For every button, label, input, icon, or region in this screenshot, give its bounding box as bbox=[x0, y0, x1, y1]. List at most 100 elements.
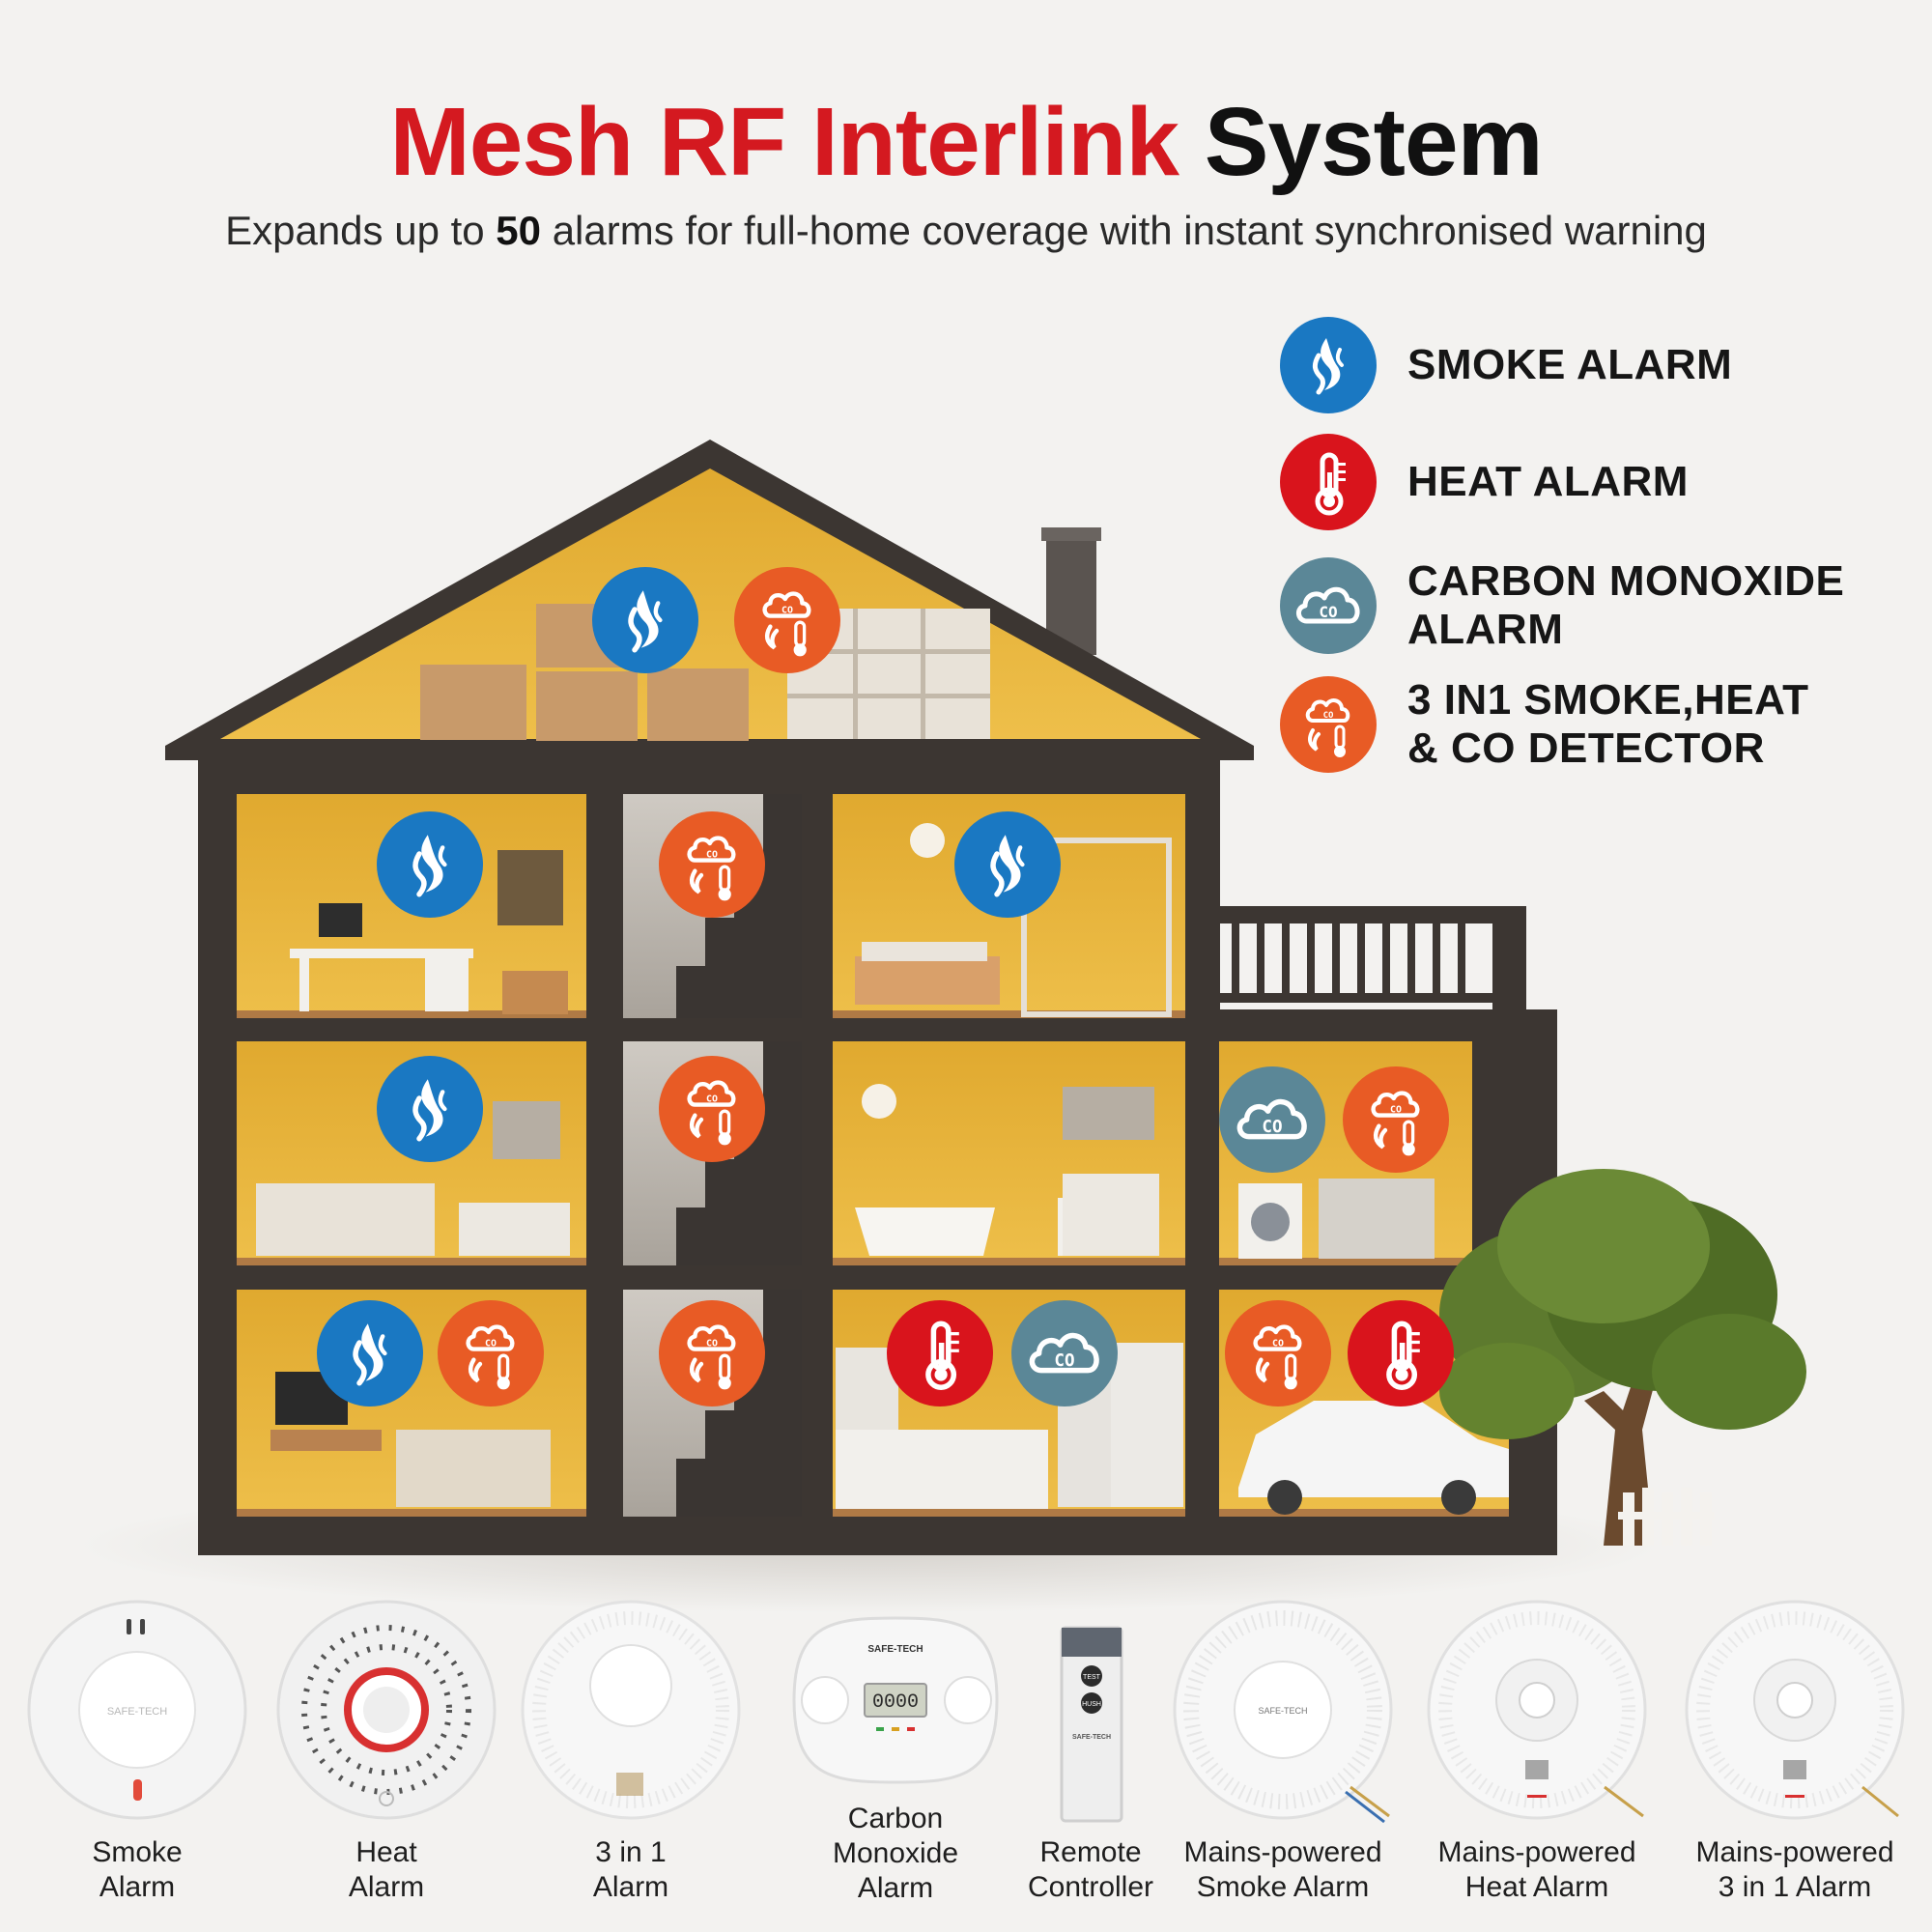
heat-alarm-device-image bbox=[276, 1600, 497, 1820]
remote-test-label: TEST bbox=[1083, 1674, 1101, 1681]
product-label-line1: Mains-powered bbox=[1437, 1836, 1636, 1868]
badge-stairs-low-combo: CO bbox=[659, 1300, 765, 1406]
remote-brand: SAFE-TECH bbox=[1072, 1734, 1111, 1741]
product-label-line2: Alarm bbox=[99, 1871, 176, 1903]
subtitle-post: alarms for full-home coverage with insta… bbox=[552, 208, 1707, 253]
product-label: 3 in 1 Alarm bbox=[491, 1835, 771, 1905]
legend-label-combo-line2: & CO DETECTOR bbox=[1407, 724, 1765, 772]
product-label: Mains-powered Heat Alarm bbox=[1397, 1835, 1677, 1905]
legend-label-combo-line1: 3 IN1 SMOKE,HEAT bbox=[1407, 676, 1809, 724]
smoke-alarm-device-image: SAFE-TECH bbox=[27, 1600, 247, 1820]
furniture bbox=[256, 823, 1509, 1515]
svg-text:CO: CO bbox=[485, 1338, 497, 1349]
badge-livingroom-smoke bbox=[377, 1056, 483, 1162]
badge-laundry-combo: CO bbox=[1343, 1066, 1449, 1173]
product-label-line2: Controller bbox=[1027, 1871, 1154, 1903]
badge-bedroom-smoke bbox=[954, 811, 1061, 918]
co-alarm-device-image: 0000 SAFE-TECH bbox=[792, 1616, 999, 1784]
product-label-line2: Alarm bbox=[348, 1871, 425, 1903]
product-label-line2: Alarm bbox=[592, 1871, 669, 1903]
badge-lounge-combo: CO bbox=[438, 1300, 544, 1406]
product-label: Remote Controller bbox=[951, 1835, 1231, 1905]
combo-detector-icon: CO bbox=[1280, 676, 1377, 773]
product-mains-smoke-alarm: SAFE-TECH Mains-powered Smoke Alarm bbox=[1172, 1594, 1394, 1913]
smoke-alarm-brand: SAFE-TECH bbox=[107, 1706, 167, 1718]
mains-smoke-brand: SAFE-TECH bbox=[1258, 1706, 1307, 1716]
product-label-line1: 3 in 1 bbox=[595, 1836, 667, 1868]
svg-text:CO: CO bbox=[1272, 1338, 1284, 1349]
page-subtitle: Expands up to 50 alarms for full-home co… bbox=[0, 208, 1932, 254]
badge-laundry-co: CO bbox=[1219, 1066, 1325, 1173]
fence bbox=[1618, 1488, 1715, 1546]
product-label-line1: Remote bbox=[1039, 1836, 1142, 1868]
legend-label-co: CARBON MONOXIDE ALARM bbox=[1407, 557, 1844, 654]
product-mains-3in1-alarm: Mains-powered 3 in 1 Alarm bbox=[1684, 1594, 1906, 1913]
product-label: Heat Alarm bbox=[246, 1835, 526, 1905]
title-red-part: Mesh RF Interlink bbox=[389, 88, 1179, 196]
svg-text:CO: CO bbox=[706, 849, 718, 860]
legend-label-smoke: SMOKE ALARM bbox=[1407, 341, 1733, 388]
badge-attic-smoke bbox=[592, 567, 698, 673]
remote-hush-label: HUSH bbox=[1082, 1701, 1101, 1708]
product-label-line1: Carbon bbox=[847, 1803, 944, 1834]
legend-label-co-line2: ALARM bbox=[1407, 606, 1564, 653]
floors bbox=[237, 1010, 1509, 1517]
svg-text:CO: CO bbox=[1319, 603, 1337, 621]
attic-boxes bbox=[420, 604, 990, 741]
badge-garage-combo: CO bbox=[1225, 1300, 1331, 1406]
product-label-line2: Monoxide bbox=[832, 1837, 959, 1869]
product-label-line1: Smoke bbox=[92, 1836, 183, 1868]
subtitle-pre: Expands up to bbox=[225, 208, 485, 253]
product-label-line1: Mains-powered bbox=[1183, 1836, 1382, 1868]
svg-text:CO: CO bbox=[1323, 711, 1334, 721]
product-3in1-alarm: 3 in 1 Alarm bbox=[520, 1594, 742, 1913]
product-co-alarm: 0000 SAFE-TECH Carbon Monoxide Alarm bbox=[784, 1594, 1007, 1913]
badge-kitchen-co: CO bbox=[1011, 1300, 1118, 1406]
product-label-line3: Alarm bbox=[857, 1872, 934, 1904]
legend-label-heat: HEAT ALARM bbox=[1407, 458, 1689, 505]
svg-text:CO: CO bbox=[706, 1094, 718, 1104]
product-label-line2: Smoke Alarm bbox=[1196, 1871, 1370, 1903]
svg-text:CO: CO bbox=[1262, 1118, 1282, 1137]
combo-alarm-device-image bbox=[521, 1600, 741, 1820]
thermometer-icon bbox=[1280, 434, 1377, 530]
mains-heat-device-image bbox=[1427, 1600, 1647, 1820]
product-label: Mains-powered Smoke Alarm bbox=[1143, 1835, 1423, 1905]
product-label-line2: 3 in 1 Alarm bbox=[1718, 1871, 1872, 1903]
balcony-railing bbox=[1219, 923, 1526, 1003]
product-remote-controller: TEST HUSH SAFE-TECH Remote Controller bbox=[980, 1594, 1202, 1913]
product-mains-heat-alarm: Mains-powered Heat Alarm bbox=[1426, 1594, 1648, 1913]
product-heat-alarm: Heat Alarm bbox=[275, 1594, 497, 1913]
product-smoke-alarm: SAFE-TECH Smoke Alarm bbox=[26, 1594, 248, 1913]
svg-text:CO: CO bbox=[1054, 1351, 1074, 1371]
badge-kitchen-heat bbox=[887, 1300, 993, 1406]
co-alarm-brand: SAFE-TECH bbox=[867, 1644, 923, 1655]
subtitle-number: 50 bbox=[496, 208, 542, 253]
smoke-flame-icon bbox=[1280, 317, 1377, 413]
remote-device-image: TEST HUSH SAFE-TECH bbox=[1060, 1626, 1123, 1823]
product-label-line1: Mains-powered bbox=[1695, 1836, 1894, 1868]
badge-stairs-top-combo: CO bbox=[659, 811, 765, 918]
co-cloud-icon: CO bbox=[1280, 557, 1377, 654]
product-label-line1: Heat bbox=[355, 1836, 417, 1868]
title-black-part: System bbox=[1204, 88, 1544, 196]
badge-lounge-smoke bbox=[317, 1300, 423, 1406]
product-label: Carbon Monoxide Alarm bbox=[755, 1802, 1036, 1906]
product-label: Smoke Alarm bbox=[0, 1835, 277, 1905]
product-label: Mains-powered 3 in 1 Alarm bbox=[1655, 1835, 1932, 1905]
legend-label-co-line1: CARBON MONOXIDE bbox=[1407, 557, 1845, 605]
badge-attic-combo: CO bbox=[734, 567, 840, 673]
badge-office-smoke bbox=[377, 811, 483, 918]
product-label-line2: Heat Alarm bbox=[1464, 1871, 1609, 1903]
svg-text:CO: CO bbox=[781, 605, 793, 615]
badge-stairs-mid-combo: CO bbox=[659, 1056, 765, 1162]
mains-combo-device-image bbox=[1685, 1600, 1905, 1820]
co-alarm-display: 0000 bbox=[872, 1691, 919, 1714]
mains-smoke-device-image: SAFE-TECH bbox=[1173, 1600, 1393, 1824]
svg-text:CO: CO bbox=[1390, 1104, 1402, 1115]
svg-text:CO: CO bbox=[706, 1338, 718, 1349]
legend-label-combo: 3 IN1 SMOKE,HEAT & CO DETECTOR bbox=[1407, 676, 1808, 773]
page-title: Mesh RF Interlink System bbox=[0, 87, 1932, 198]
badge-garage-heat bbox=[1348, 1300, 1454, 1406]
